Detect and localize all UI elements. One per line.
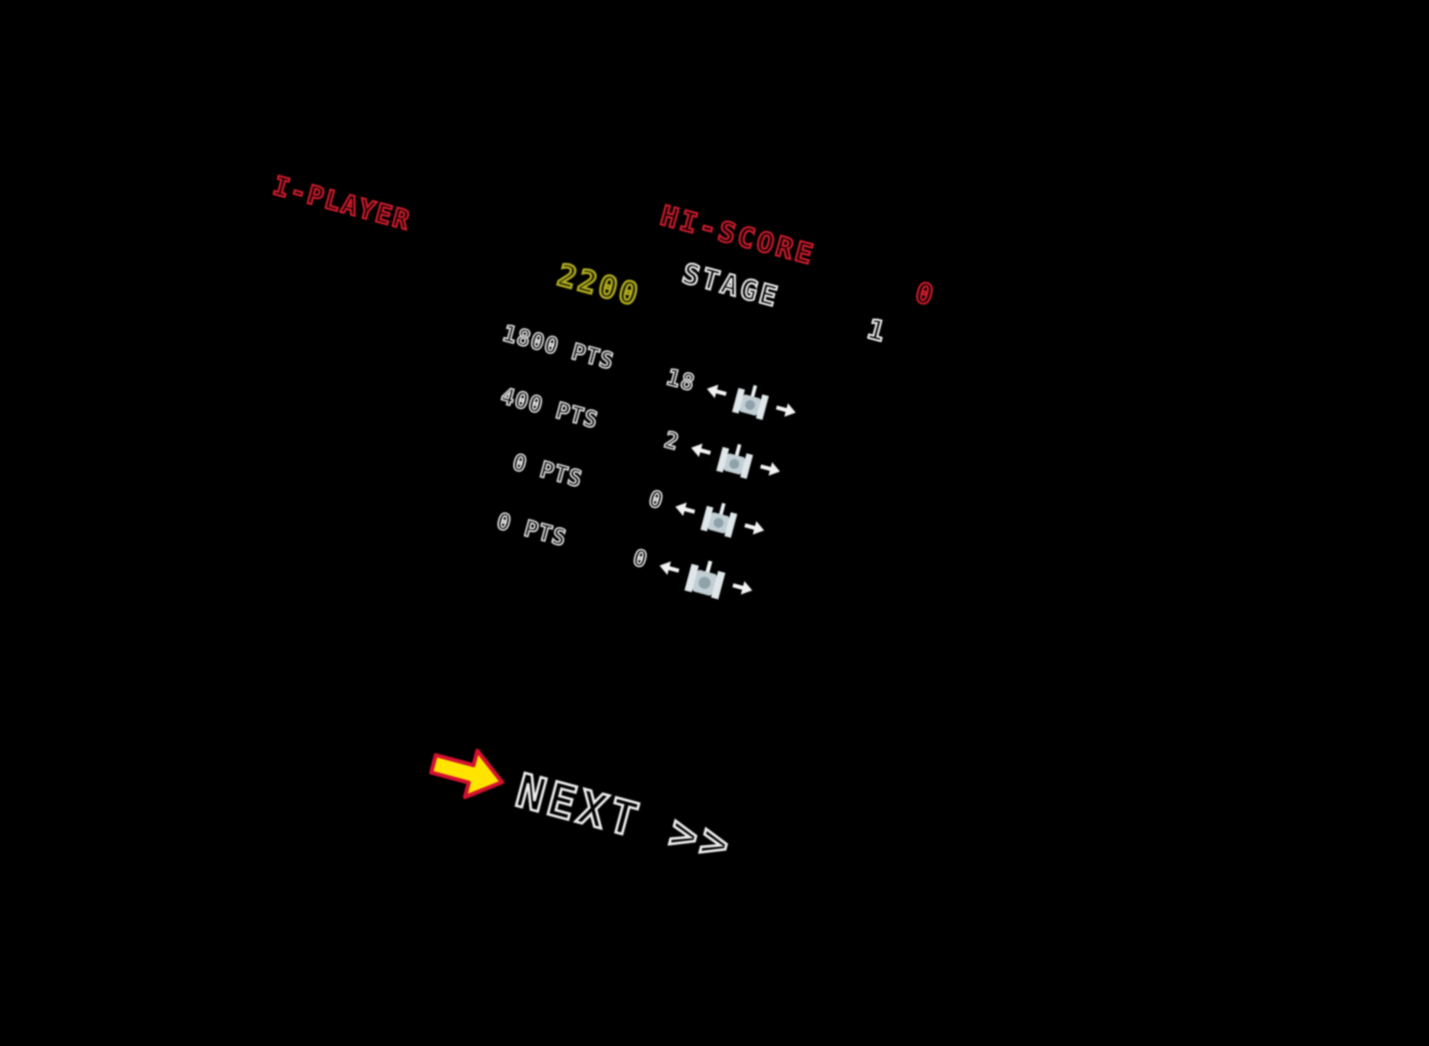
left-arrow-icon bbox=[659, 561, 680, 575]
right-arrow-icon bbox=[744, 521, 765, 535]
right-arrow-icon bbox=[732, 581, 753, 595]
score-row: 0 PTS 0 bbox=[143, 407, 811, 625]
left-arrow-icon bbox=[675, 502, 696, 516]
tank-count: 18 bbox=[663, 365, 699, 398]
tank-count: 0 bbox=[629, 545, 651, 574]
armor-tank-icon bbox=[684, 560, 726, 600]
tank-kill-indicator bbox=[700, 367, 802, 434]
next-label: NEXT >> bbox=[509, 762, 740, 874]
player-score: 2200 bbox=[553, 257, 646, 315]
basic-tank-icon bbox=[732, 385, 769, 420]
right-arrow-icon bbox=[775, 403, 796, 417]
next-arrow-icon bbox=[429, 748, 505, 800]
score-row: 1800 PTS 18 bbox=[190, 231, 858, 449]
stage-value: 1 bbox=[863, 311, 893, 350]
left-arrow-icon bbox=[691, 443, 711, 458]
fast-tank-icon bbox=[716, 443, 754, 479]
score-row: 400 PTS 2 bbox=[174, 290, 842, 508]
left-arrow-icon bbox=[706, 384, 727, 399]
tank-count: 0 bbox=[645, 486, 667, 515]
player-label: I-PLAYER bbox=[269, 170, 415, 238]
stage-label: STAGE bbox=[678, 255, 784, 315]
next-button[interactable]: NEXT >> bbox=[404, 720, 780, 919]
stage-clear-screen: HI-SCORE 0 STAGE 1 I-PLAYER 2200 1800 PT… bbox=[58, 50, 1042, 977]
score-row: 0 PTS 0 bbox=[159, 348, 827, 566]
hi-score-value: 0 bbox=[911, 274, 941, 313]
right-arrow-icon bbox=[760, 462, 780, 476]
tank-kill-indicator bbox=[684, 426, 786, 493]
tank-kill-indicator bbox=[653, 544, 759, 612]
power-tank-icon bbox=[700, 502, 738, 538]
tank-count: 2 bbox=[661, 427, 683, 456]
tank-kill-indicator bbox=[669, 485, 771, 552]
hi-score-label: HI-SCORE bbox=[656, 198, 820, 273]
